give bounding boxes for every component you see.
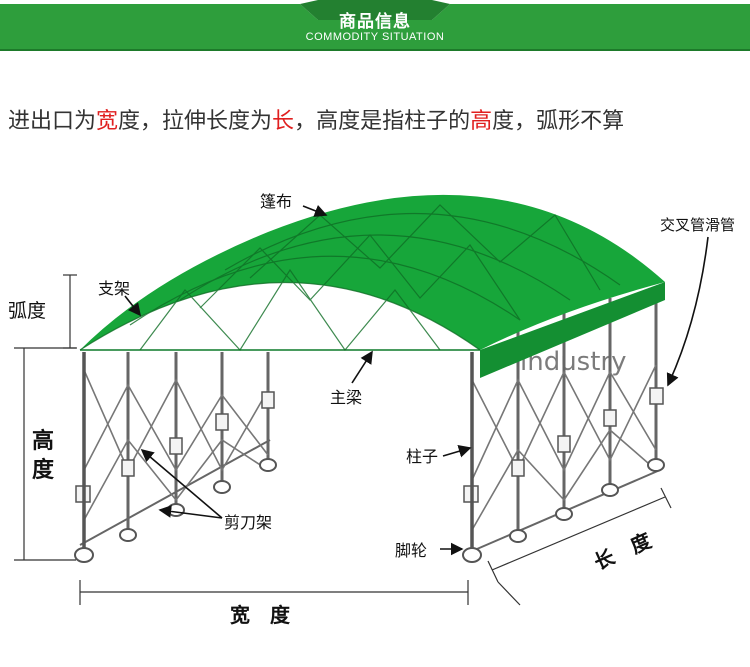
width-marker bbox=[79, 580, 469, 605]
label-caster: 脚轮 bbox=[395, 541, 427, 560]
callout-arrows bbox=[124, 204, 709, 556]
header-subtitle: COMMODITY SITUATION bbox=[305, 31, 445, 43]
label-arc-degree: 弧度 bbox=[8, 300, 46, 322]
label-bracket: 支架 bbox=[98, 279, 130, 298]
label-length-rotated: 长 度 bbox=[590, 528, 655, 575]
right-slide-sleeves bbox=[463, 387, 664, 503]
label-height-char-1: 高 bbox=[32, 428, 54, 454]
label-height-char-2: 度 bbox=[32, 457, 55, 483]
dimension-description: 进出口为宽度，拉伸长度为长，高度是指柱子的高度，弧形不算 bbox=[8, 103, 750, 135]
length-marker bbox=[487, 487, 672, 606]
desc-part: 度，拉伸长度为 bbox=[118, 109, 273, 134]
label-pillar: 柱子 bbox=[406, 447, 438, 466]
header-banner: 商品信息 COMMODITY SITUATION bbox=[0, 0, 750, 52]
arc-degree-marker bbox=[63, 274, 77, 349]
label-cross-tube: 交叉管滑管 bbox=[660, 216, 735, 234]
front-right-pillar bbox=[462, 352, 482, 563]
right-side-pillars bbox=[516, 290, 658, 532]
right-casters bbox=[509, 458, 665, 543]
label-canvas: 篷布 bbox=[260, 192, 292, 211]
desc-part: 度，弧形不算 bbox=[492, 109, 625, 134]
desc-highlight-length: 长 bbox=[272, 109, 295, 134]
desc-highlight-width: 宽 bbox=[96, 109, 119, 134]
desc-part: ，高度是指柱子的 bbox=[294, 109, 471, 134]
banner-background bbox=[0, 0, 750, 52]
label-scissor-frame: 剪刀架 bbox=[224, 513, 272, 532]
front-left-pillar bbox=[74, 352, 94, 563]
desc-part: 进出口为 bbox=[8, 109, 97, 134]
label-height-vertical: 高 度 bbox=[32, 428, 55, 483]
header-title: 商品信息 bbox=[339, 12, 411, 32]
canopy bbox=[80, 194, 665, 378]
left-casters bbox=[119, 458, 277, 542]
height-marker bbox=[14, 347, 76, 561]
label-main-beam: 主梁 bbox=[330, 388, 362, 407]
label-width: 宽 度 bbox=[230, 603, 291, 627]
left-scissor-frame bbox=[83, 369, 269, 521]
label-length: 长 度 bbox=[590, 528, 655, 575]
desc-highlight-height: 高 bbox=[470, 109, 493, 134]
right-scissor-frame bbox=[471, 364, 657, 531]
